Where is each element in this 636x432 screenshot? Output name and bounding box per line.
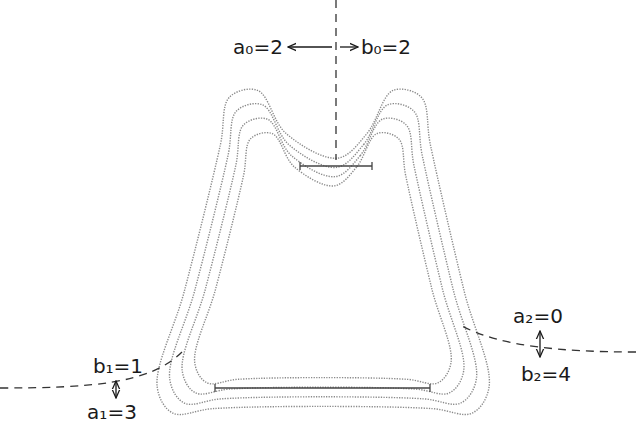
bottom-edge <box>215 387 430 388</box>
value-label: a₁=3 <box>87 401 137 423</box>
curve-strand <box>195 133 452 384</box>
value-label: a₀=2 <box>233 36 283 58</box>
dashed-cut <box>462 326 636 352</box>
curve-strand <box>157 89 489 414</box>
dashed-cut <box>335 0 336 160</box>
value-label: b₂=4 <box>521 363 571 385</box>
pointer-arrow <box>539 331 540 357</box>
pointer-arrow <box>115 381 116 398</box>
curve-strand <box>182 118 464 394</box>
pointer-arrow <box>340 46 358 47</box>
value-label: b₁=1 <box>93 355 143 377</box>
value-label: a₂=0 <box>513 305 563 327</box>
triangle-edges <box>215 162 430 392</box>
curve-strand <box>169 104 476 405</box>
pointer-arrows <box>116 47 540 398</box>
cut-lines <box>0 0 636 388</box>
top-edge <box>300 165 372 166</box>
curve-strands <box>157 89 489 414</box>
pointer-arrow <box>288 46 332 47</box>
edge-tick <box>299 162 300 170</box>
dashed-cut <box>0 352 182 388</box>
edge-tick <box>429 384 430 392</box>
value-label: b₀=2 <box>361 36 411 58</box>
edge-tick <box>214 384 215 392</box>
edge-tick <box>371 162 372 170</box>
